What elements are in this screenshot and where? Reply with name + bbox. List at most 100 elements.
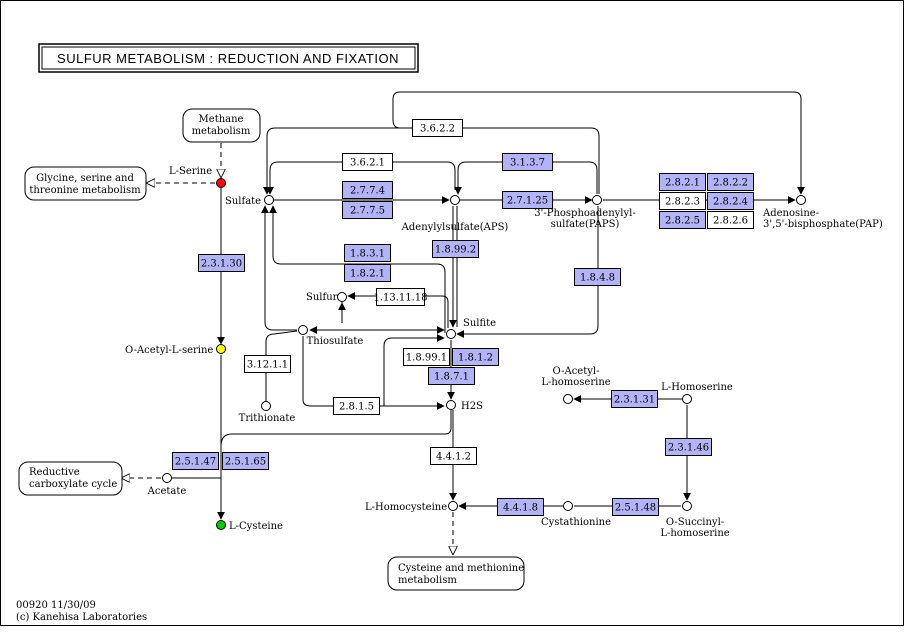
enzyme-box-3-12-1-1[interactable]: 3.12.1.1 xyxy=(244,355,291,373)
enzyme-box-1-13-11-18[interactable]: 1.13.11.18 xyxy=(373,288,428,306)
enzyme-rect xyxy=(342,181,393,199)
enzyme-label: 1.13.11.18 xyxy=(373,293,427,304)
enzyme-label: 3.6.2.2 xyxy=(420,124,455,135)
compound-pap[interactable]: Adenosine-3',5'-bisphosphate(PAP) xyxy=(762,195,883,231)
enzyme-box-1-8-1-2[interactable]: 1.8.1.2 xyxy=(452,348,499,366)
compound-thiosulfate[interactable]: Thiosulfate xyxy=(298,325,364,348)
enzyme-box-2-8-1-5[interactable]: 2.8.1.5 xyxy=(333,397,380,415)
enzyme-box-2-8-2-6[interactable]: 2.8.2.6 xyxy=(707,211,754,229)
enzyme-label: 1.8.1.2 xyxy=(458,353,493,364)
enzyme-box-1-8-3-1[interactable]: 1.8.3.1 xyxy=(344,244,391,262)
enzyme-box-2-8-2-5[interactable]: 2.8.2.5 xyxy=(659,211,706,229)
compound-sulfite[interactable]: Sulfite xyxy=(446,318,497,339)
enzyme-label: 2.7.1.25 xyxy=(507,196,548,207)
compound-node[interactable] xyxy=(216,520,226,530)
enzyme-box-2-8-2-4[interactable]: 2.8.2.4 xyxy=(707,192,754,210)
compound-node[interactable] xyxy=(563,394,573,404)
enzyme-box-1-8-2-1[interactable]: 1.8.2.1 xyxy=(344,264,391,282)
compound-node[interactable] xyxy=(450,195,460,205)
compound-label: Thiosulfate xyxy=(307,336,364,347)
compound-label: H2S xyxy=(461,401,483,412)
map-box-cysmet[interactable]: Cysteine and methionine metabolism xyxy=(387,556,525,591)
map-label: metabolism xyxy=(398,575,457,586)
compound-oacetylserine[interactable]: O-Acetyl-L-serine xyxy=(125,344,226,357)
map-box-reductive[interactable]: Reductive carboxylate cycle xyxy=(18,461,123,496)
enzyme-label: 1.8.2.1 xyxy=(350,269,385,280)
enzyme-box-2-5-1-65[interactable]: 2.5.1.65 xyxy=(222,452,269,470)
enzyme-label: 2.3.1.46 xyxy=(668,443,709,454)
compound-node[interactable] xyxy=(216,178,226,188)
compound-node[interactable] xyxy=(298,325,308,335)
reaction-edges xyxy=(122,91,805,554)
enzyme-box-2-3-1-30[interactable]: 2.3.1.30 xyxy=(198,254,245,272)
compound-node[interactable] xyxy=(162,473,172,483)
enzyme-box-1-8-99-2[interactable]: 1.8.99.2 xyxy=(432,240,479,258)
compound-node[interactable] xyxy=(261,401,271,411)
compound-lhomoserine[interactable]: L-Homoserine xyxy=(661,382,733,404)
compound-node[interactable] xyxy=(563,501,573,511)
enzyme-rect xyxy=(244,355,291,373)
compound-node[interactable] xyxy=(796,195,806,205)
enzyme-box-1-8-7-1[interactable]: 1.8.7.1 xyxy=(428,367,475,385)
map-label: threonine metabolism xyxy=(29,185,141,196)
compound-lserine[interactable]: L-Serine xyxy=(169,166,226,188)
compound-node[interactable] xyxy=(446,329,456,339)
compound-node[interactable] xyxy=(448,501,458,511)
compound-aps[interactable]: Adenylylsulfate(APS) xyxy=(401,195,509,234)
enzyme-rect xyxy=(432,240,479,258)
enzyme-box-2-3-1-31[interactable]: 2.3.1.31 xyxy=(611,390,658,408)
enzyme-box-3-1-3-7[interactable]: 3.1.3.7 xyxy=(502,153,553,171)
enzyme-rect xyxy=(344,264,391,282)
enzyme-box-4-4-1-2[interactable]: 4.4.1.2 xyxy=(430,447,477,465)
compound-cystathionine[interactable]: Cystathionine xyxy=(541,501,611,529)
compound-node[interactable] xyxy=(682,394,692,404)
enzyme-box-2-7-1-25[interactable]: 2.7.1.25 xyxy=(502,191,553,209)
compound-node[interactable] xyxy=(446,400,456,410)
enzyme-label: 2.5.1.47 xyxy=(175,457,216,468)
enzyme-box-2-8-2-1[interactable]: 2.8.2.1 xyxy=(659,173,706,191)
compound-label: L-homoserine xyxy=(660,528,729,539)
enzyme-rect xyxy=(707,192,754,210)
enzyme-box-2-3-1-46[interactable]: 2.3.1.46 xyxy=(665,438,712,456)
compound-lhomocysteine[interactable]: L-Homocysteine xyxy=(365,501,458,514)
enzyme-rect xyxy=(665,438,712,456)
compound-osuccinylhomoserine[interactable]: O-Succinyl-L-homoserine xyxy=(660,501,730,540)
enzyme-box-2-5-1-48[interactable]: 2.5.1.48 xyxy=(612,498,659,516)
compound-node[interactable] xyxy=(264,195,274,205)
enzyme-label: 2.8.2.2 xyxy=(713,178,748,189)
map-box-methane[interactable]: Methane metabolism xyxy=(182,108,261,143)
enzyme-box-4-4-1-8[interactable]: 4.4.1.8 xyxy=(497,498,544,516)
enzyme-box-2-8-2-2[interactable]: 2.8.2.2 xyxy=(707,173,754,191)
enzyme-box-2-5-1-47[interactable]: 2.5.1.47 xyxy=(172,452,219,470)
compound-node[interactable] xyxy=(592,195,602,205)
enzyme-box-2-7-7-4[interactable]: 2.7.7.4 xyxy=(342,181,393,199)
map-box-glycine[interactable]: Glycine, serine and threonine metabolism xyxy=(24,166,147,201)
enzyme-box-1-8-4-8[interactable]: 1.8.4.8 xyxy=(574,268,621,286)
enzyme-label: 1.8.4.8 xyxy=(580,273,615,284)
compound-sulfate[interactable]: Sulfate xyxy=(225,195,274,208)
compound-oacetylhomoserine[interactable]: O-Acetyl-L-homoserine xyxy=(541,366,611,404)
compound-lcysteine[interactable]: L-Cysteine xyxy=(216,520,284,533)
edge-2815-sulfite xyxy=(383,334,445,406)
compound-label: O-Succinyl- xyxy=(666,517,724,528)
compound-label: Adenosine- xyxy=(762,208,819,219)
compound-node[interactable] xyxy=(337,292,347,302)
compound-sulfur[interactable]: Sulfur xyxy=(306,292,347,303)
compound-acetate[interactable]: Acetate xyxy=(147,473,187,498)
compound-label: Sulfur xyxy=(306,292,338,303)
compound-trithionate[interactable]: Trithionate xyxy=(239,401,296,425)
map-label: carboxylate cycle xyxy=(29,479,117,490)
compound-node[interactable] xyxy=(682,501,692,511)
enzyme-box-2-8-2-3[interactable]: 2.8.2.3 xyxy=(659,192,706,210)
footer: 00920 11/30/09 (c) Kanehisa Laboratories xyxy=(16,600,147,623)
enzyme-box-3-6-2-1[interactable]: 3.6.2.1 xyxy=(342,153,393,171)
enzyme-box-1-8-99-1[interactable]: 1.8.99.1 xyxy=(403,348,450,366)
enzyme-box-2-7-7-5[interactable]: 2.7.7.5 xyxy=(342,201,393,219)
enzyme-rect xyxy=(428,367,475,385)
enzyme-box-3-6-2-2[interactable]: 3.6.2.2 xyxy=(412,119,463,137)
compound-h2s[interactable]: H2S xyxy=(446,400,484,413)
enzyme-label: 3.6.2.1 xyxy=(350,158,385,169)
compound-paps[interactable]: 3'-Phosphoadenylyl-sulfate(PAPS) xyxy=(534,195,636,231)
compound-node[interactable] xyxy=(216,344,226,354)
